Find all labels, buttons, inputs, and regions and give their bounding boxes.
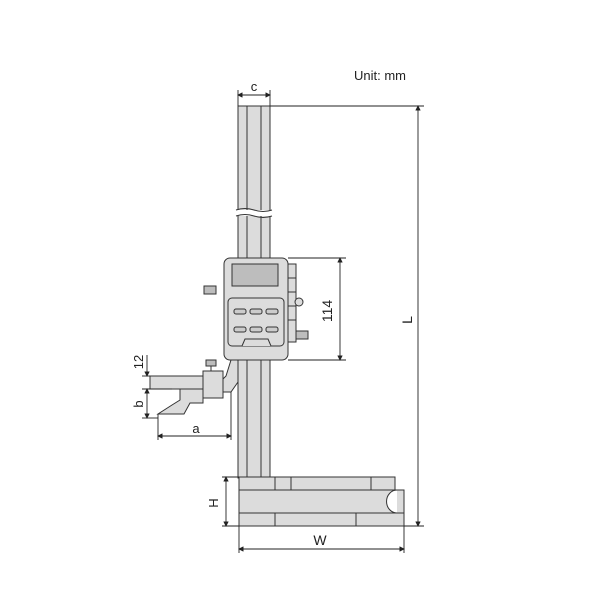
svg-text:a: a: [192, 421, 200, 436]
dimension-a: a: [157, 392, 232, 440]
unit-label: Unit: mm: [354, 68, 406, 83]
svg-text:b: b: [131, 400, 146, 407]
base: [238, 476, 405, 527]
digital-display-unit: [203, 257, 309, 361]
svg-text:c: c: [251, 79, 258, 94]
svg-text:H: H: [206, 498, 221, 507]
fine-adjust-knob: [295, 330, 309, 340]
dimension-H: H: [206, 476, 239, 527]
dimension-L: L: [270, 105, 424, 527]
dimension-114: 114: [288, 257, 346, 361]
dimension-c: c: [237, 79, 271, 106]
svg-text:W: W: [313, 532, 327, 548]
svg-text:114: 114: [319, 300, 335, 323]
dimension-b: b: [131, 388, 158, 419]
svg-text:L: L: [399, 316, 415, 324]
scriber-assembly: [149, 359, 239, 415]
locking-knob-left: [203, 285, 217, 295]
svg-text:12: 12: [131, 355, 146, 369]
lcd-screen: [231, 263, 279, 287]
keypad-buttons: [233, 308, 279, 333]
dimension-W: W: [238, 526, 405, 553]
